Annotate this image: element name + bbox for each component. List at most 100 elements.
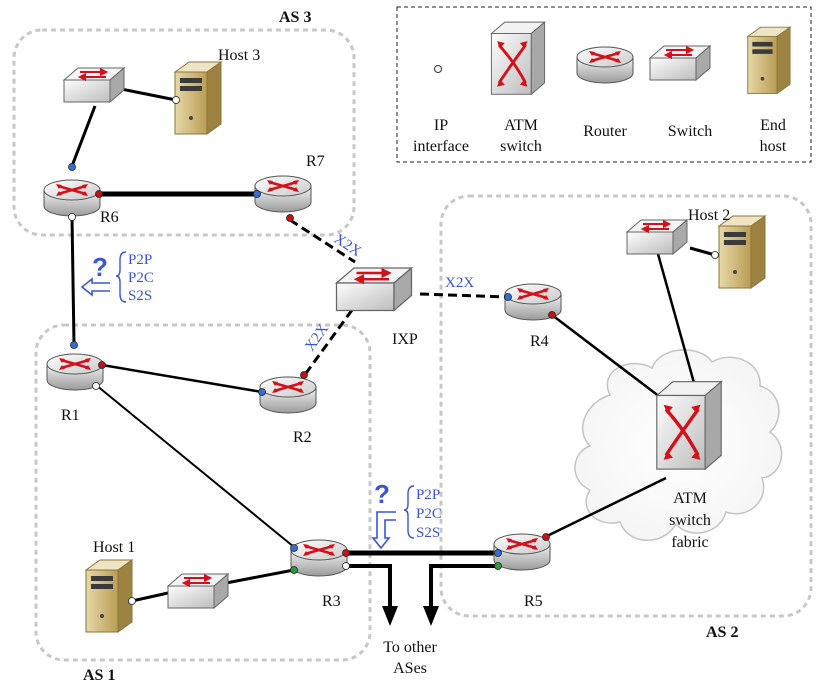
label-r4: R4: [530, 333, 549, 350]
link-r1-r2: [101, 363, 263, 394]
brace-upper: [115, 251, 127, 303]
iface-r6-top: [68, 163, 76, 171]
label-r1: R1: [61, 407, 80, 424]
label-r6: R6: [100, 209, 119, 226]
arrow-down-icon: [371, 511, 396, 550]
rel-lower-p2c: P2C: [416, 506, 442, 522]
as2-region: [439, 194, 813, 618]
as3-label: AS 3: [279, 9, 311, 26]
question-mark-upper: ?: [92, 252, 108, 282]
legend-switch-label: Switch: [668, 123, 712, 140]
arrow-down-r3: [382, 606, 398, 626]
host3: [174, 61, 222, 135]
iface-r3-left: [290, 544, 298, 552]
legend-atm-switch-icon: [489, 20, 547, 96]
iface-r3-green: [290, 566, 298, 574]
router-r6: [42, 178, 102, 218]
links: [70, 86, 716, 610]
legend-frame: [396, 6, 812, 163]
iface-host1: [128, 597, 136, 605]
iface-r1-bottom: [92, 382, 100, 390]
question-mark-lower: ?: [374, 479, 390, 509]
host1: [85, 559, 133, 633]
label-host3: Host 3: [218, 47, 260, 64]
legend: IP interface ATM switch Router Switch En…: [396, 6, 812, 163]
legend-host-label-2: host: [760, 138, 787, 155]
switch-as3: [63, 67, 125, 103]
iface-r5-green: [494, 562, 502, 570]
legend-host-label-1: End: [760, 117, 786, 134]
link-switch-r6: [70, 105, 97, 167]
label-ixp: IXP: [392, 331, 418, 348]
switch-as2: [626, 219, 688, 255]
link-host1-switch: [131, 591, 169, 603]
legend-switch-icon: [649, 45, 711, 81]
link-r4-atm: [551, 314, 665, 401]
host2: [718, 215, 766, 289]
router-r3: [289, 538, 349, 578]
legend-atm-label-1: ATM: [504, 117, 538, 134]
link-r1-r3: [95, 384, 295, 548]
legend-ip-label-1: IP: [434, 117, 448, 134]
x2x-label-ixp-r4: X2X: [445, 275, 474, 291]
iface-r2-left: [258, 388, 266, 396]
label-host2: Host 2: [688, 207, 730, 224]
iface-r5-left: [494, 549, 502, 557]
link-r7-ixp: [289, 218, 356, 264]
label-atm-3: fabric: [671, 534, 708, 551]
iface-r7-left: [253, 190, 261, 198]
rel-lower-s2s: S2S: [416, 525, 440, 541]
iface-r3-bottom-right: [342, 562, 350, 570]
rel-upper-p2p: P2P: [128, 252, 152, 268]
legend-router-label: Router: [583, 123, 627, 140]
iface-r6-right: [95, 190, 103, 198]
link-r5-other-ases: [429, 564, 498, 610]
as1-label: AS 1: [83, 667, 115, 684]
label-host1: Host 1: [93, 539, 135, 556]
arrow-down-r5: [423, 606, 439, 626]
atm-switch-fabric: [655, 379, 723, 471]
rel-upper-p2c: P2C: [128, 270, 154, 286]
label-atm-2: switch: [669, 512, 711, 529]
as1-region: [34, 323, 372, 662]
router-r7: [253, 174, 313, 214]
iface-r3-right: [342, 549, 350, 557]
x2x-label-r7-ixp: X2X: [331, 231, 364, 260]
relationship-marker-upper: ? P2P P2C S2S: [80, 251, 154, 304]
legend-router-icon: [575, 45, 635, 85]
iface-host3: [172, 96, 180, 104]
link-r3-other-ases: [346, 564, 392, 610]
rel-upper-s2s: S2S: [128, 288, 152, 304]
arrow-left-icon: [80, 277, 110, 297]
label-r3: R3: [322, 593, 341, 610]
link-ixp-r4: [419, 292, 509, 299]
label-atm-1: ATM: [673, 490, 707, 507]
brace-lower: [403, 485, 415, 539]
iface-r5-right: [542, 533, 550, 541]
label-r7: R7: [306, 153, 325, 170]
link-atm-r5: [544, 476, 667, 539]
iface-host2: [711, 251, 719, 259]
link-switch-r3: [225, 568, 295, 585]
legend-end-host-icon: [747, 26, 791, 94]
link-switch-host3: [115, 86, 177, 102]
switch-as1: [167, 573, 229, 609]
iface-r4-bottom: [548, 311, 556, 319]
router-r5: [492, 532, 552, 572]
ip-interfaces: [68, 96, 719, 605]
as2-label: AS 2: [706, 624, 738, 641]
link-switch-atm: [656, 253, 698, 391]
router-r2: [258, 375, 318, 415]
iface-r2-top: [300, 371, 308, 379]
link-host2-switch: [689, 246, 716, 257]
legend-ip-interface-icon: [434, 65, 442, 73]
iface-r7-bottom: [286, 214, 294, 222]
label-r2: R2: [293, 429, 312, 446]
iface-r1-right: [98, 361, 106, 369]
label-other-ases-1: To other: [383, 639, 437, 656]
label-r5: R5: [524, 593, 543, 610]
relationship-marker-lower: ? P2P P2C S2S: [371, 479, 442, 550]
link-r6-r1: [70, 216, 76, 345]
legend-ip-label-2: interface: [413, 138, 469, 155]
